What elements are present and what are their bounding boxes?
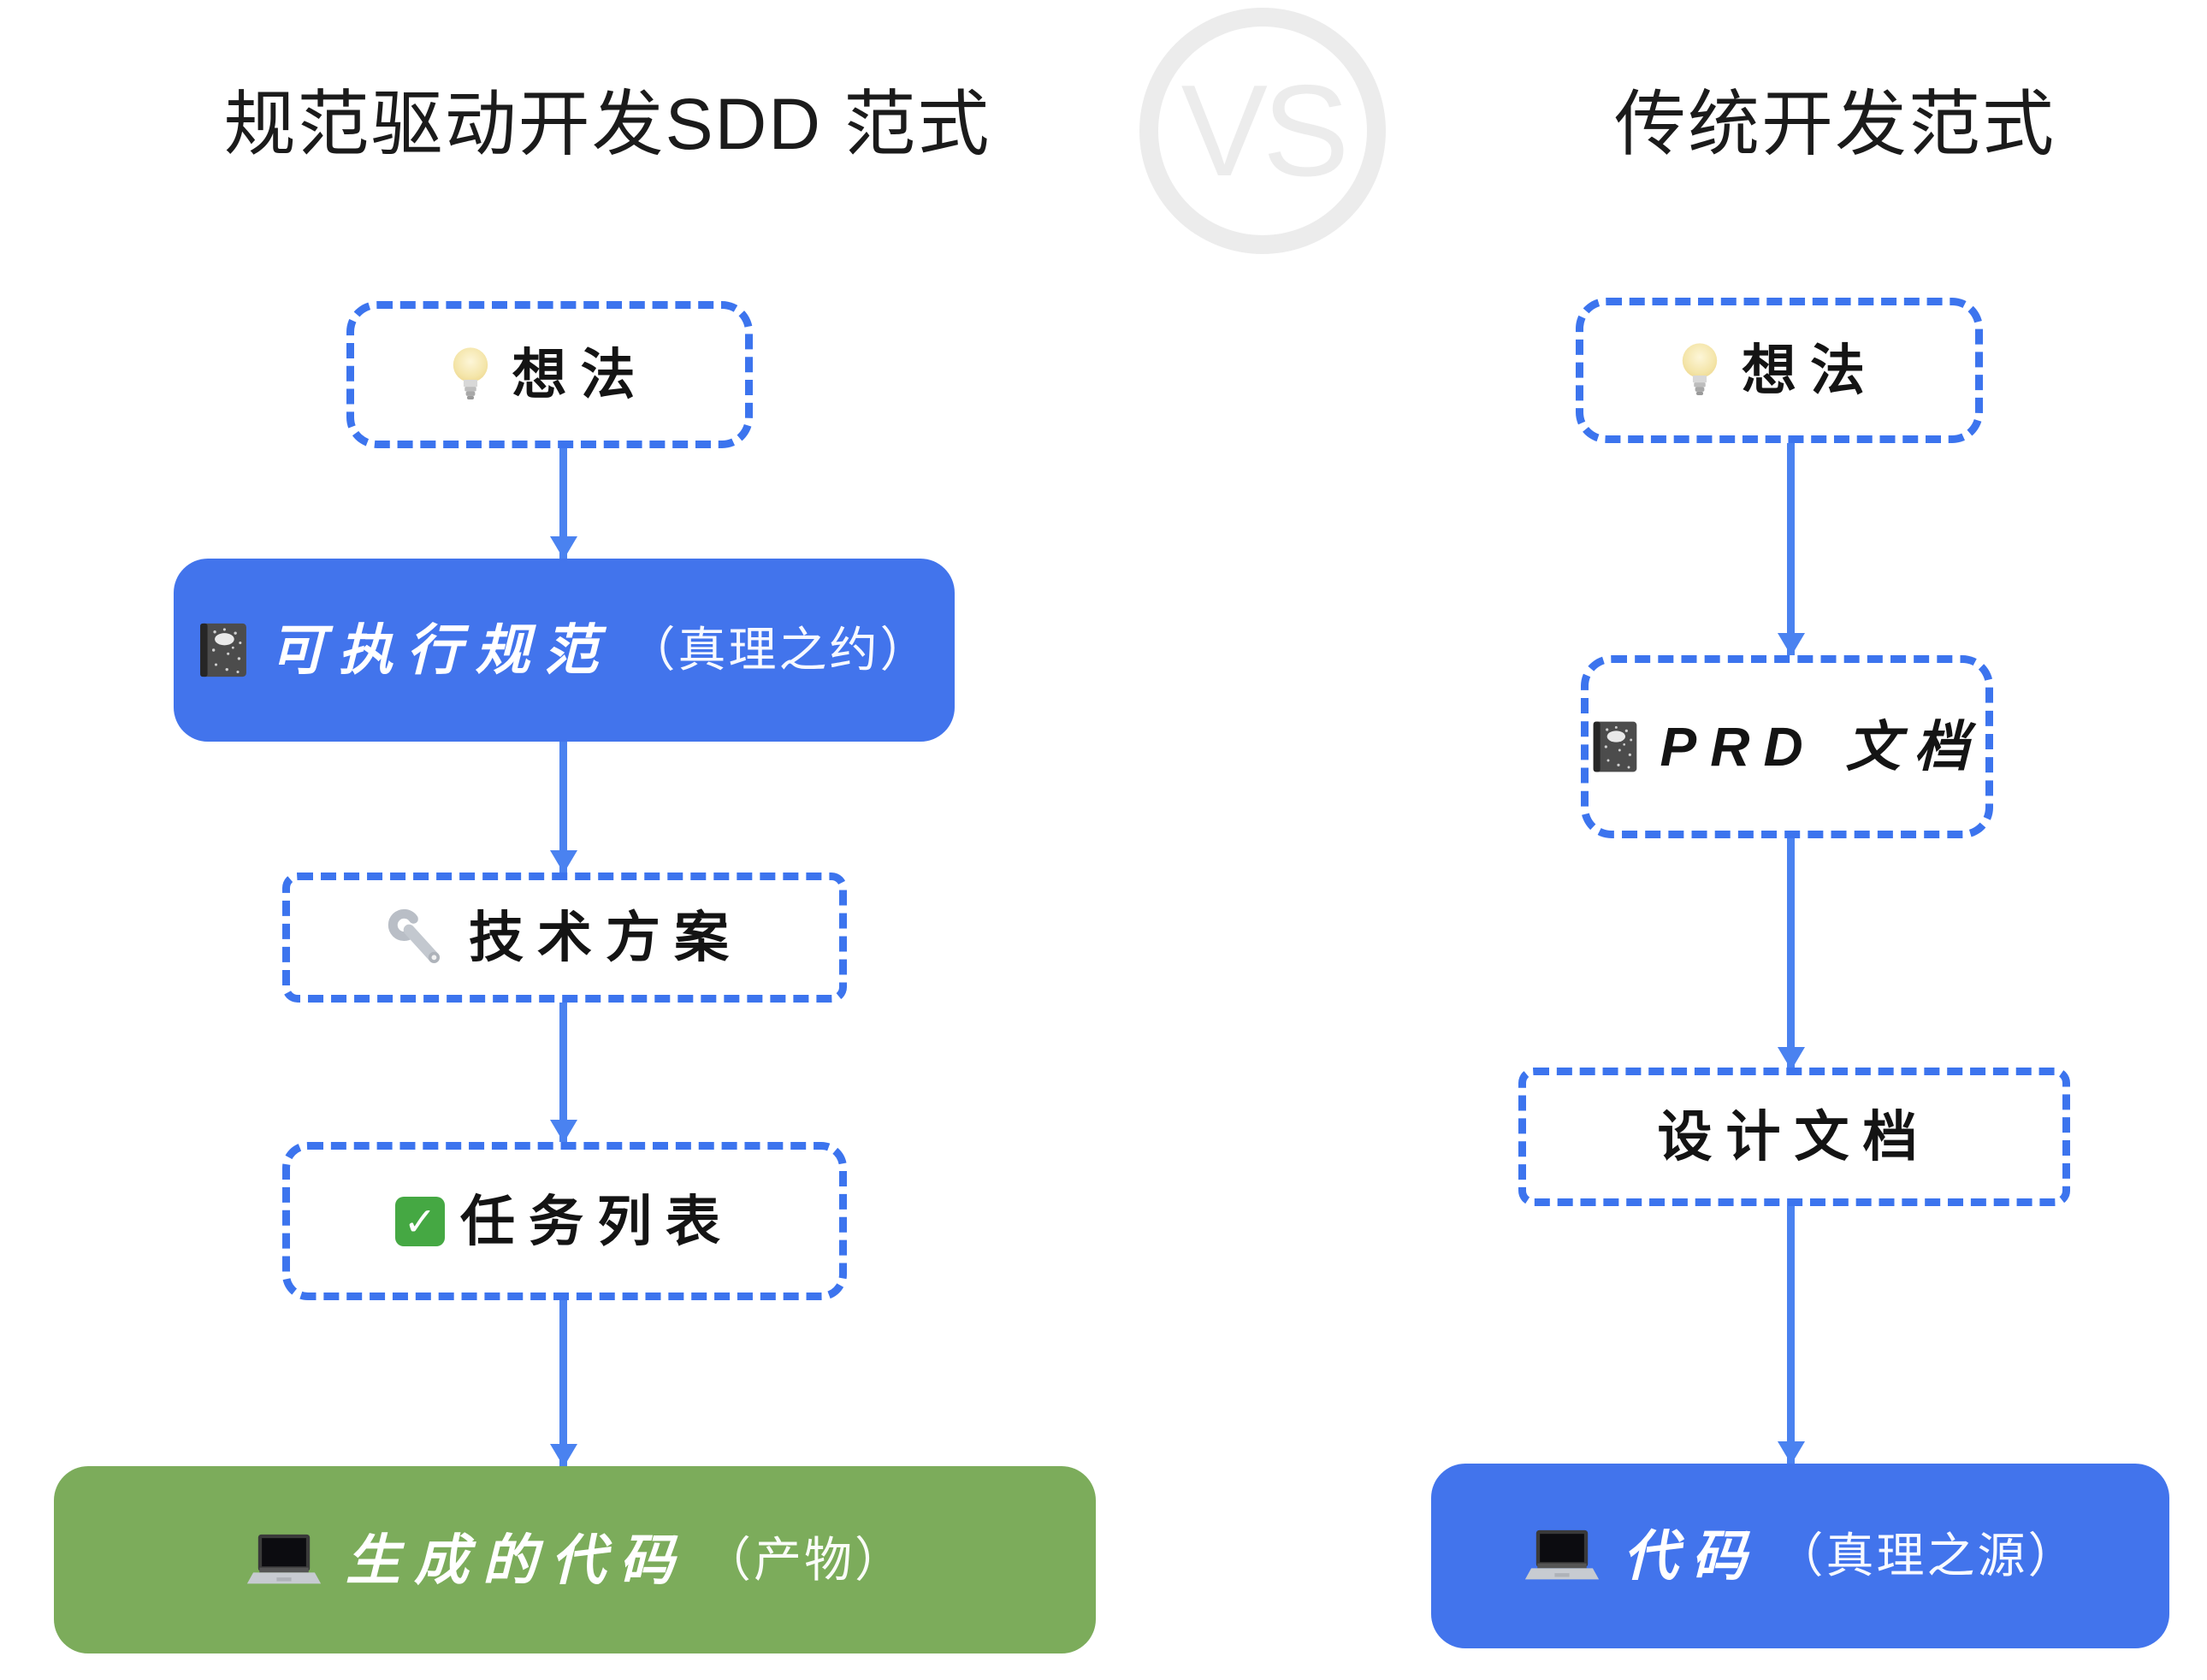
vs-badge: VS [1139, 8, 1386, 254]
node-label: 任务列表 [460, 1190, 734, 1252]
arrowhead-icon [1777, 1441, 1805, 1464]
node-label: 想法 [1742, 340, 1879, 401]
wrench-icon [387, 908, 447, 967]
node-task-list: ✓ 任务列表 [282, 1142, 847, 1300]
node-design-doc: 设计文档 [1518, 1068, 2070, 1206]
node-code: 代码 （真理之源） [1431, 1464, 2169, 1648]
node-label: PRD 文档 [1660, 716, 1983, 778]
node-note: （真理之约） [627, 623, 931, 677]
flow-arrow [1777, 838, 1805, 1070]
node-idea-sdd: 想法 [346, 301, 753, 448]
check-icon: ✓ [395, 1196, 445, 1246]
right-column-title: 传统开发范式 [1613, 84, 2056, 164]
flow-arrow [1777, 1206, 1805, 1464]
lightbulb-icon [1680, 342, 1719, 399]
left-column-title: 规范驱动开发SDD 范式 [223, 84, 991, 164]
arrowhead-icon [549, 850, 577, 873]
node-generated-code: 生成的代码 （产物） [54, 1466, 1096, 1653]
flow-arrow [549, 742, 577, 873]
arrowhead-icon [1777, 633, 1805, 656]
arrowhead-icon [549, 536, 577, 559]
node-prd-doc: PRD 文档 [1581, 655, 1993, 838]
flow-arrow [549, 448, 577, 559]
arrowhead-icon [549, 1120, 577, 1143]
laptop-icon [245, 1532, 323, 1588]
arrowhead-icon [549, 1444, 577, 1467]
node-label: 可执行规范 [269, 619, 612, 681]
laptop-icon [1523, 1528, 1601, 1584]
node-note: （真理之源） [1775, 1529, 2079, 1582]
node-label: 代码 [1623, 1525, 1760, 1587]
node-label: 设计文档 [1657, 1106, 1932, 1168]
node-executable-spec: 可执行规范 （真理之约） [174, 559, 955, 742]
node-note: （产物） [703, 1532, 905, 1587]
flow-arrow [549, 1300, 577, 1467]
lightbulb-icon [451, 346, 490, 403]
notebook-icon [1592, 719, 1638, 774]
node-label: 想法 [512, 344, 649, 405]
node-idea-traditional: 想法 [1576, 298, 1983, 443]
node-tech-plan: 技术方案 [282, 873, 847, 1003]
arrowhead-icon [1777, 1047, 1805, 1070]
vs-label: VS [1180, 58, 1350, 204]
node-label: 技术方案 [469, 907, 743, 968]
flow-arrow [549, 1003, 577, 1143]
flow-arrow [1777, 443, 1805, 656]
node-label: 生成的代码 [346, 1529, 688, 1591]
notebook-icon [198, 621, 248, 679]
